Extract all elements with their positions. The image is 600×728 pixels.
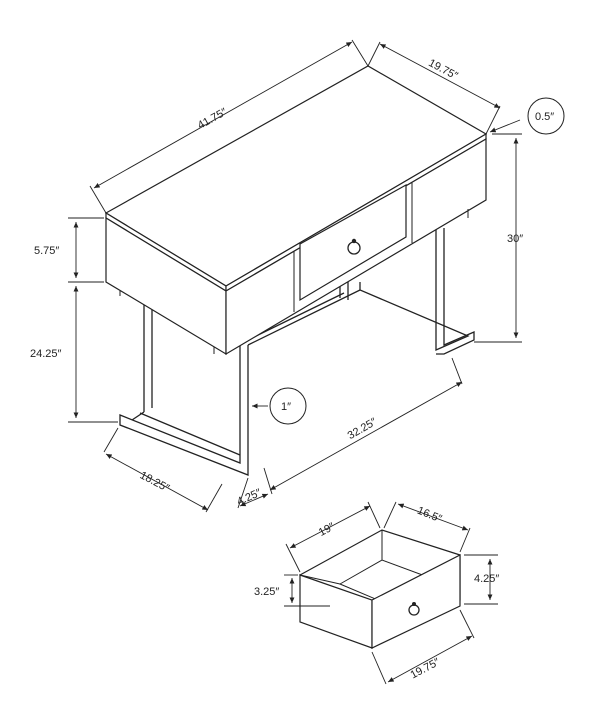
metal-frame — [119, 228, 475, 476]
label-frame-inset: 4.25″ — [235, 487, 263, 508]
drawer-ring-pull-icon — [408, 602, 420, 616]
ring-pull-icon — [347, 238, 361, 255]
drawer-box-drawing — [298, 529, 461, 649]
label-leg-clearance: 24.25″ — [30, 348, 62, 360]
label-table-depth: 19.75″ — [426, 57, 459, 82]
label-table-height: 30″ — [507, 233, 523, 245]
label-drawer-width: 19″ — [317, 521, 337, 539]
label-table-width: 41.75″ — [196, 106, 229, 132]
label-drawer-height: 4.25″ — [474, 573, 499, 585]
label-drawer-inner-height: 3.25″ — [254, 586, 279, 598]
label-drawer-depth: 16.5″ — [415, 505, 443, 526]
label-frame-depth: 18.25″ — [138, 469, 171, 494]
label-top-thickness: 0.5″ — [535, 111, 554, 123]
label-apron-height: 5.75″ — [34, 245, 59, 257]
label-frame-tube: 1″ — [281, 401, 291, 413]
label-drawer-front-width: 19.75″ — [408, 656, 441, 681]
console-table-drawing — [104, 65, 488, 476]
